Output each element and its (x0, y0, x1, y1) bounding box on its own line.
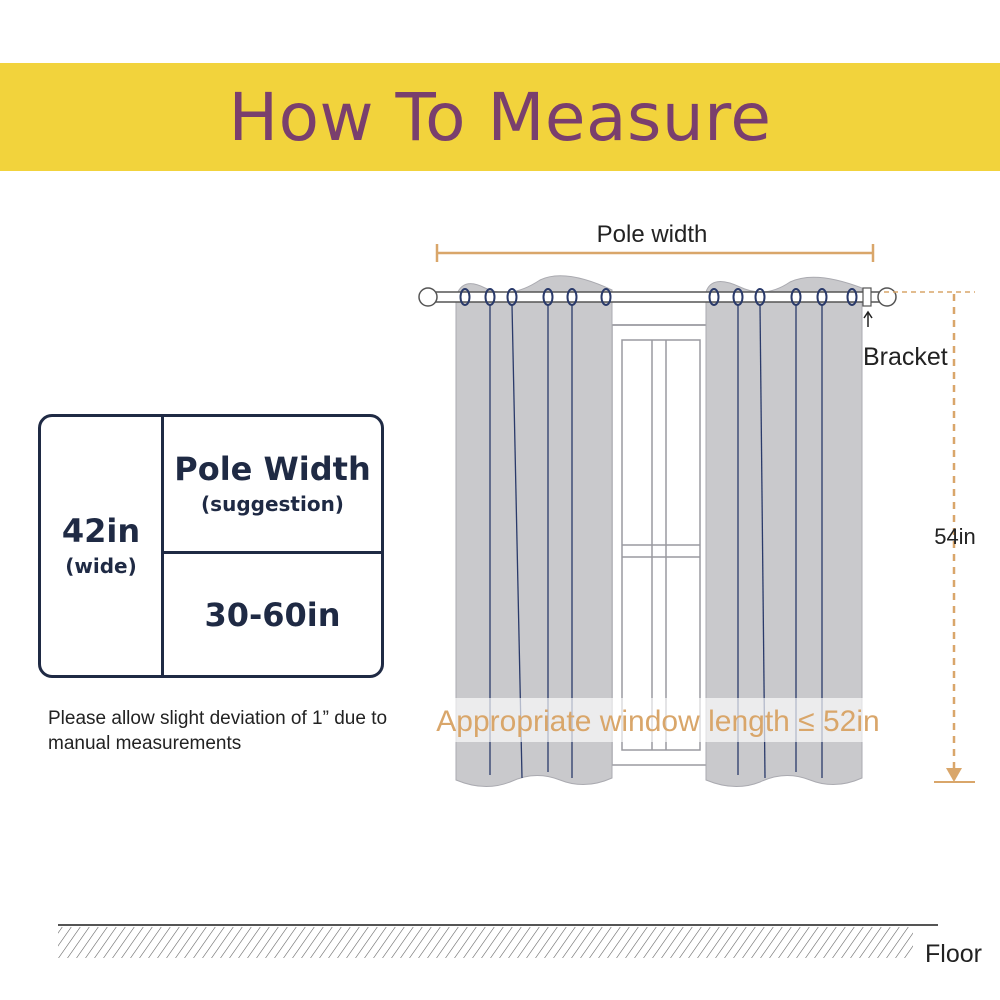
title-banner: How To Measure (0, 63, 1000, 171)
curtain-rod (418, 287, 897, 307)
right-curtain (705, 276, 863, 787)
pole-width-dimension (435, 244, 875, 262)
pole-range: 30-60in (204, 595, 341, 634)
width-cell: 42in (wide) (41, 417, 161, 675)
width-note: (wide) (65, 554, 137, 578)
width-value: 42in (61, 512, 141, 550)
bracket-arrow-icon (863, 310, 873, 327)
window-length-highlight (415, 698, 900, 742)
table-divider-vertical (161, 417, 164, 675)
grommet-rings (459, 288, 858, 306)
window (611, 324, 711, 766)
table-divider-horizontal (161, 551, 381, 554)
size-table: 42in (wide) Pole Width (suggestion) 30-6… (38, 414, 384, 678)
floor (58, 924, 938, 958)
window-length-label: Appropriate window length ≤ 52in (436, 705, 879, 738)
pole-width-header: Pole Width (174, 450, 371, 488)
pole-width-label: Pole width (597, 221, 708, 248)
pole-width-header-note: (suggestion) (201, 492, 344, 516)
floor-label: Floor (925, 940, 982, 968)
deviation-note: Please allow slight deviation of 1” due … (48, 708, 388, 754)
length-label: 54in (934, 524, 976, 549)
pole-width-header-cell: Pole Width (suggestion) (164, 417, 381, 551)
pole-range-cell: 30-60in (164, 554, 381, 675)
page-title: How To Measure (228, 78, 772, 156)
length-dimension (884, 291, 975, 783)
bracket-label: Bracket (863, 343, 948, 371)
